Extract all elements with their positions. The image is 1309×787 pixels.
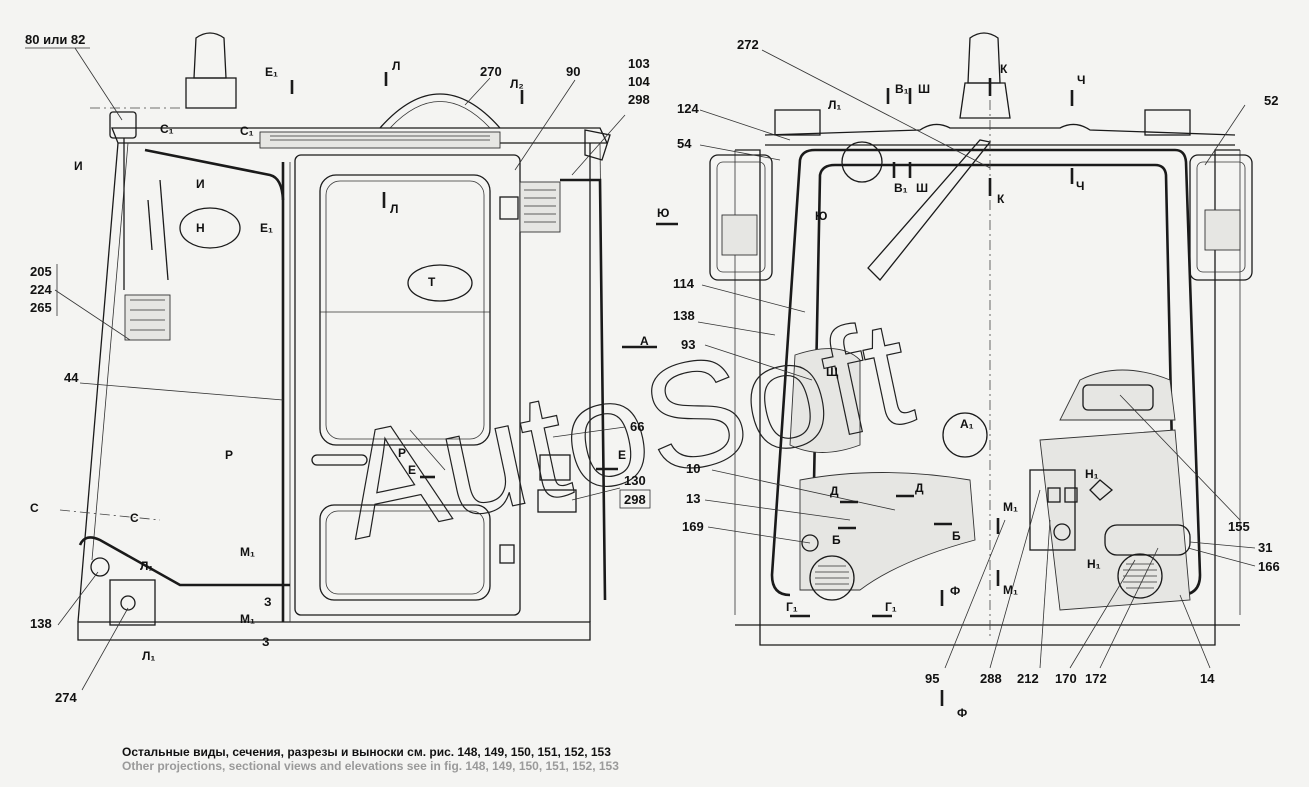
label-270: 270 [480,64,502,79]
label-224: 224 [30,282,52,297]
sec-L3: Л [390,202,398,216]
sec-A1: А₁ [960,417,974,431]
sec-M1d: М₁ [1003,583,1018,597]
sec-F1: Ф [950,584,960,598]
label-66: 66 [630,419,644,434]
sec-G1b: Г₁ [885,600,897,614]
label-298-bottom: 298 [624,492,646,507]
left-part-labels: 80 или 82 270 90 103 104 298 205 224 265… [25,32,650,705]
label-31: 31 [1258,540,1272,555]
label-13: 13 [686,491,700,506]
sec-M1c: М₁ [1003,500,1018,514]
sec-L1a: Л₁ [140,559,153,573]
label-212: 212 [1017,671,1039,686]
sec-R1: Р [225,448,233,462]
sec-Ch1: Ч [1077,73,1085,87]
sec-R2: Р [398,446,406,460]
label-114: 114 [673,276,695,291]
label-265: 265 [30,300,52,315]
sec-Ca: С [30,501,39,515]
sec-M1b: М₁ [240,612,255,626]
sec-Ch2: Ч [1076,179,1084,193]
label-10: 10 [686,461,700,476]
sec-N1b: Н₁ [1087,557,1101,571]
sec-Sh2: Ш [916,181,928,195]
label-104: 104 [628,74,650,89]
sec-G1a: Г₁ [786,600,798,614]
label-95: 95 [925,671,939,686]
sec-Z1: З [264,595,272,609]
sec-B2: Б [952,529,961,543]
sec-E1b: E₁ [260,221,273,235]
sec-D1: Д [830,484,839,498]
label-170: 170 [1055,671,1077,686]
label-80-82: 80 или 82 [25,32,85,47]
sec-Sh1: Ш [918,82,930,96]
label-138-right: 138 [673,308,695,323]
sec-M1a: М₁ [240,545,255,559]
sec-Yu2: Ю [815,209,827,223]
label-155: 155 [1228,519,1250,534]
label-44: 44 [64,370,79,385]
sec-L1: Л [392,59,400,73]
sec-B1: Б [832,533,841,547]
sec-Z2: З [262,635,270,649]
label-14: 14 [1200,671,1215,686]
sec-N: Н [196,221,205,235]
label-272: 272 [737,37,759,52]
section-marks: E₁ Л Л₂ C₁ C₁ И И Н E₁ Л Т А Р Р Е Е С С… [30,59,1101,720]
sec-A: А [640,334,649,348]
label-93: 93 [681,337,695,352]
sec-V1b: В₁ [894,181,908,195]
sec-F2: Ф [957,706,967,720]
label-172: 172 [1085,671,1107,686]
sec-D2: Д [915,481,924,495]
sec-Ia: И [74,159,83,173]
sec-Shch: Щ [826,365,839,379]
sec-V1a: В₁ [895,82,909,96]
sec-L1b: Л₁ [142,649,155,663]
sec-K2: К [997,192,1005,206]
sec-E2: Е [408,463,416,477]
sec-L2: Л₂ [510,77,524,91]
label-124: 124 [677,101,699,116]
label-288: 288 [980,671,1002,686]
leader-lines [54,47,1256,691]
sec-C1b: C₁ [240,124,254,138]
label-90: 90 [566,64,580,79]
sec-T: Т [428,275,436,289]
footer-note-ru: Остальные виды, сечения, разрезы и вынос… [122,745,611,759]
sec-Cb: С [130,511,139,525]
right-part-labels: 272 124 52 54 114 138 93 10 13 169 155 3… [673,37,1280,686]
sec-C1a: C₁ [160,122,174,136]
sec-E1a: E₁ [265,65,278,79]
sec-N1a: Н₁ [1085,467,1099,481]
sec-E3: Е [618,448,626,462]
label-274: 274 [55,690,77,705]
footer-note-en: Other projections, sectional views and e… [122,759,619,773]
label-103: 103 [628,56,650,71]
sec-Ib: И [196,177,205,191]
label-169: 169 [682,519,704,534]
label-298-top: 298 [628,92,650,107]
left-view-side-elevation [59,32,611,641]
label-130: 130 [624,473,646,488]
sec-K1: К [1000,62,1008,76]
sec-Yu1: Ю [657,206,669,220]
label-54: 54 [677,136,692,151]
right-view-rear-elevation [709,32,1253,646]
label-52: 52 [1264,93,1278,108]
label-138-left: 138 [30,616,52,631]
label-205: 205 [30,264,52,279]
sec-L1c: Л₁ [828,98,841,112]
label-166: 166 [1258,559,1280,574]
